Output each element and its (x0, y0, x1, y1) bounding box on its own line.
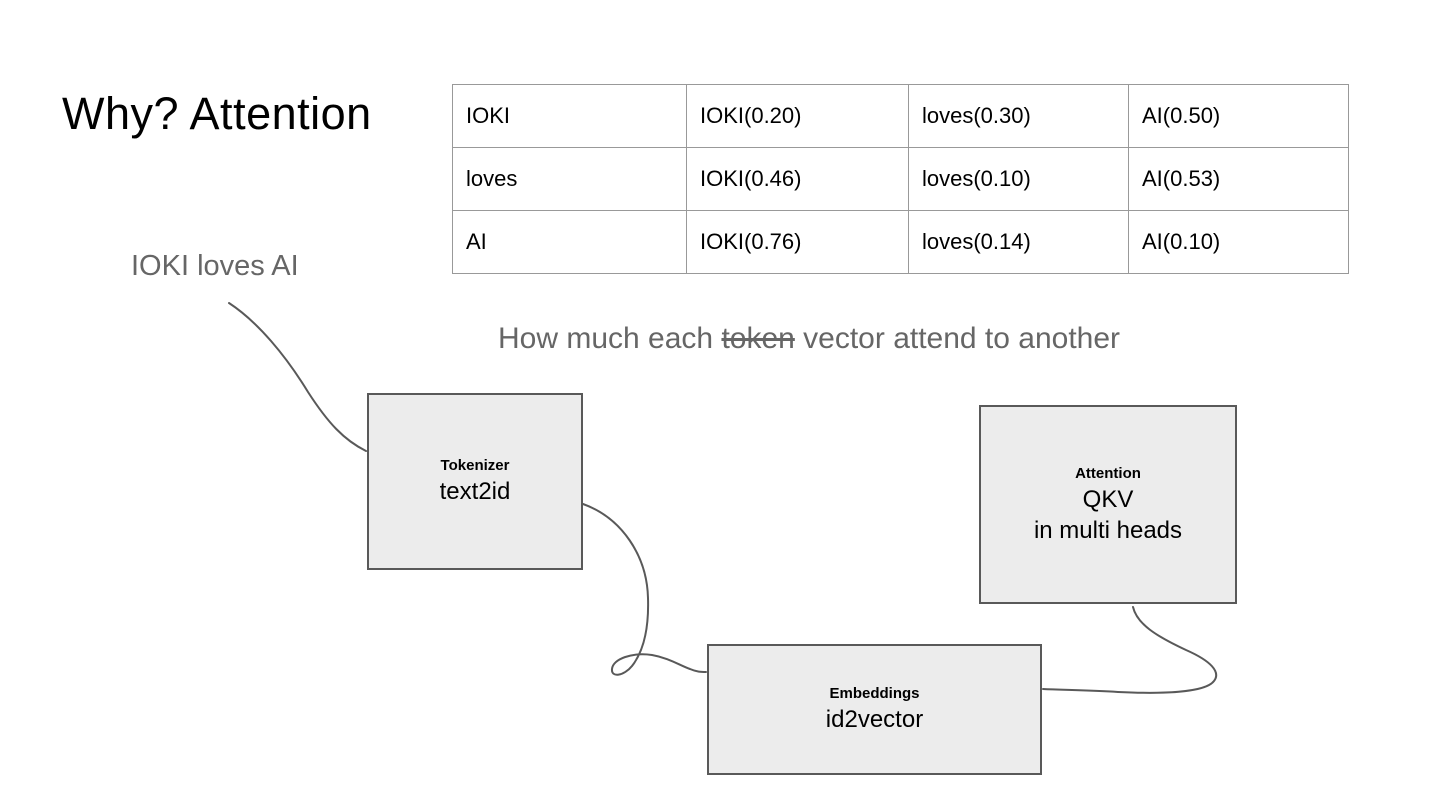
node-attention-label: Attention (1075, 464, 1141, 482)
table-row: loves IOKI(0.46) loves(0.10) AI(0.53) (452, 147, 1349, 211)
table-cell: AI(0.50) (1128, 84, 1349, 148)
table-cell: loves(0.30) (908, 84, 1129, 148)
connector-tokenizer-to-embeddings (582, 503, 707, 676)
subtitle-struck-word: token (721, 322, 795, 355)
table-cell: AI (452, 210, 687, 274)
table-row: IOKI IOKI(0.20) loves(0.30) AI(0.50) (452, 84, 1349, 148)
node-tokenizer-value: text2id (439, 478, 511, 505)
connector-attention-to-embeddings (1042, 606, 1218, 694)
table-cell: loves(0.10) (908, 147, 1129, 211)
table-cell: IOKI(0.76) (686, 210, 909, 274)
subtitle: How much each token vector attend to ano… (498, 322, 1120, 356)
node-tokenizer: Tokenizer text2id (367, 393, 583, 570)
connector-sentence-to-tokenizer (228, 302, 367, 452)
table-cell: AI(0.10) (1128, 210, 1349, 274)
table-cell: loves (452, 147, 687, 211)
node-attention-value2: in multi heads (1033, 516, 1183, 544)
node-attention-value: QKV (1082, 485, 1134, 513)
subtitle-part2: vector attend to another (794, 322, 1121, 355)
node-embeddings-label: Embeddings (829, 685, 920, 702)
subtitle-part1: How much each (498, 322, 722, 355)
node-embeddings-value: id2vector (825, 706, 924, 733)
node-attention: Attention QKV in multi heads (979, 405, 1237, 604)
table-cell: IOKI (452, 84, 687, 148)
table-row: AI IOKI(0.76) loves(0.14) AI(0.10) (452, 210, 1349, 274)
input-sentence-label: IOKI loves AI (131, 250, 299, 282)
table-cell: IOKI(0.46) (686, 147, 909, 211)
node-embeddings: Embeddings id2vector (707, 644, 1042, 775)
page-title: Why? Attention (62, 88, 372, 139)
table-cell: AI(0.53) (1128, 147, 1349, 211)
table-cell: IOKI(0.20) (686, 84, 909, 148)
node-tokenizer-label: Tokenizer (440, 457, 510, 474)
attention-weights-table: IOKI IOKI(0.20) loves(0.30) AI(0.50) lov… (452, 84, 1349, 274)
table-cell: loves(0.14) (908, 210, 1129, 274)
